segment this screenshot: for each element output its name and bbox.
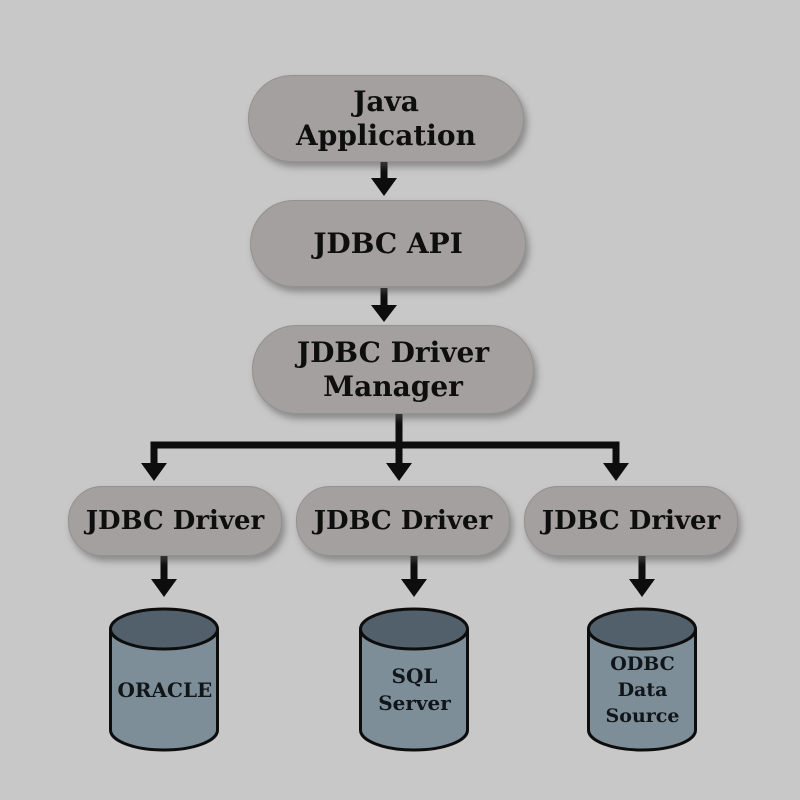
cylinder-top <box>359 607 469 651</box>
database-label-oracle: ORACLE <box>110 634 217 746</box>
arrowhead-driver2-to-db <box>401 579 427 597</box>
node-jdbc-driver-2: JDBC Driver <box>296 486 510 556</box>
cylinder-body <box>587 629 697 752</box>
arrowhead-api-to-manager <box>371 305 397 322</box>
node-label: JDBC Driver <box>85 506 265 536</box>
arrowhead-branch-right <box>603 463 629 481</box>
cylinder-body <box>359 629 469 752</box>
node-label: JDBC Driver <box>541 506 721 536</box>
node-label: JDBC API <box>313 226 463 260</box>
database-label: SQL Server <box>378 664 451 715</box>
node-jdbc-driver-manager: JDBC Driver Manager <box>252 325 534 414</box>
branch-elbow <box>150 441 620 465</box>
arrowhead-branch-left <box>141 463 167 481</box>
arrowhead-app-to-api <box>371 178 397 196</box>
cylinder-top <box>109 607 219 651</box>
node-java-application: Java Application <box>248 75 524 162</box>
node-label: Java Application <box>296 84 476 152</box>
arrowhead-driver3-to-db <box>629 579 655 597</box>
node-label: JDBC Driver Manager <box>296 335 490 403</box>
database-label-sql-server: SQL Server <box>361 634 468 746</box>
database-label: ORACLE <box>117 677 213 702</box>
database-cylinder-odbc <box>587 607 697 752</box>
cylinder-body <box>109 629 219 752</box>
database-label-odbc: ODBC Data Source <box>589 634 696 746</box>
database-cylinder-sql-server <box>359 607 469 752</box>
node-jdbc-driver-3: JDBC Driver <box>524 486 738 556</box>
node-label: JDBC Driver <box>313 506 493 536</box>
node-jdbc-driver-1: JDBC Driver <box>68 486 282 556</box>
cylinder-top <box>587 607 697 651</box>
database-label: ODBC Data Source <box>605 653 680 727</box>
arrowhead-driver1-to-db <box>151 579 177 597</box>
arrowhead-branch-center <box>386 463 412 481</box>
database-cylinder-oracle <box>109 607 219 752</box>
node-jdbc-api: JDBC API <box>250 200 526 287</box>
